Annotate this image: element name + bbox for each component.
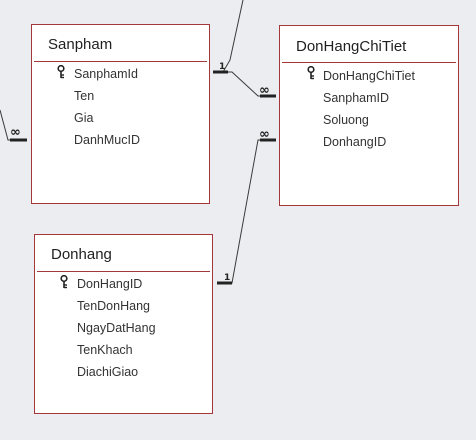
field-item[interactable]: SanphamId [74,67,138,81]
relationship-line-offscreen-sanpham [222,0,244,73]
table-title-divider [282,62,456,63]
table-sanpham[interactable]: Sanpham SanphamId Ten Gia DanhMucID [31,24,210,204]
field-item[interactable]: Gia [74,111,94,125]
field-item[interactable]: Ten [74,89,95,103]
field-item[interactable]: DonhangID [323,135,387,149]
field-item[interactable]: DonHangChiTiet [323,69,415,83]
cardinality-many-label: ∞ [259,83,270,98]
table-donhang[interactable]: Donhang DonHangID TenDonHang NgayDatHang… [34,234,213,414]
field-item[interactable]: DonHangID [77,277,143,291]
table-donhangchitiet[interactable]: DonHangChiTiet DonHangChiTiet SanphamID … [279,25,459,206]
table-title-divider [34,61,207,62]
field-item[interactable]: TenKhach [77,343,133,357]
field-item[interactable]: SanphamID [323,91,390,105]
field-item[interactable]: Soluong [323,113,369,127]
relationship-line-offscreen-left [0,109,27,141]
cardinality-many-label: ∞ [10,125,21,140]
field-item[interactable]: NgayDatHang [77,321,156,335]
primary-key-icon [60,275,68,289]
cardinality-one-label: 1 [224,273,230,283]
table-title[interactable]: Sanpham [48,36,113,53]
primary-key-icon [57,65,65,79]
table-title-divider [37,271,210,272]
table-title[interactable]: Donhang [51,246,112,263]
cardinality-many-label: ∞ [259,127,270,142]
primary-key-icon [307,66,315,80]
cardinality-one-label: 1 [219,62,225,72]
relationship-line-donhang-donhangchitiet [217,139,276,284]
field-item[interactable]: TenDonHang [77,299,150,313]
field-item[interactable]: DiachiGiao [77,365,139,379]
relationship-line-sanpham-donhangchitiet [213,71,276,97]
field-item[interactable]: DanhMucID [74,133,140,147]
table-title[interactable]: DonHangChiTiet [296,38,407,55]
